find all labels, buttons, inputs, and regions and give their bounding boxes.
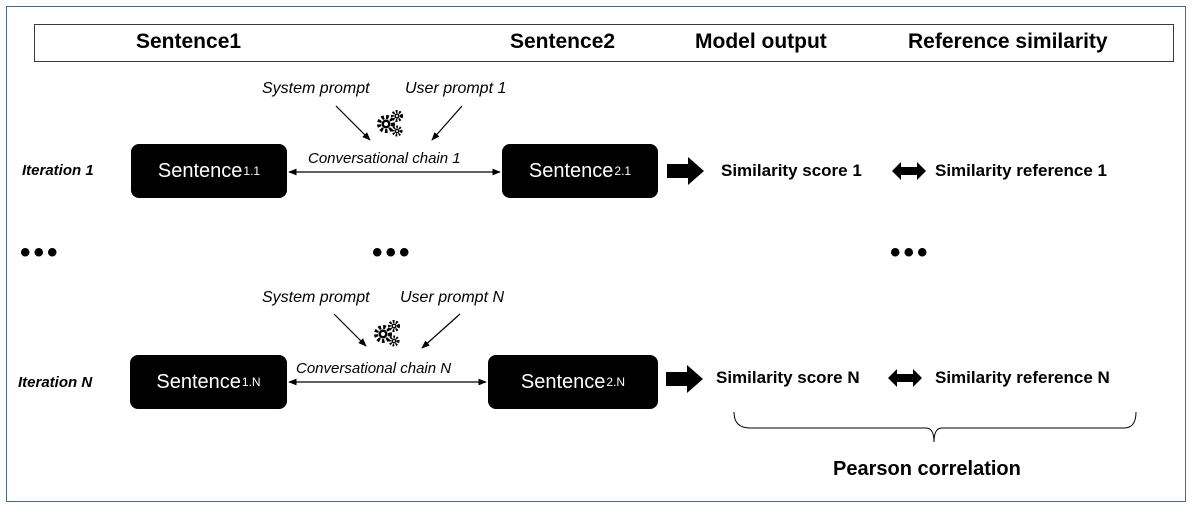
gears-icon bbox=[374, 319, 401, 347]
user-prompt-label-1: User prompt 1 bbox=[405, 80, 507, 97]
system-prompt-arrow-1 bbox=[335, 105, 371, 141]
output-arrow-1 bbox=[667, 157, 704, 185]
header-bar bbox=[34, 24, 1174, 62]
iteration-label-n: Iteration N bbox=[18, 374, 93, 391]
output-arrow-n bbox=[666, 365, 703, 393]
ellipsis-left: ••• bbox=[20, 236, 61, 269]
similarity-score-1: Similarity score 1 bbox=[721, 161, 862, 180]
pearson-correlation-label: Pearson correlation bbox=[833, 458, 1021, 480]
similarity-score-n: Similarity score N bbox=[716, 368, 860, 387]
ellipsis-right: ••• bbox=[890, 236, 931, 269]
system-prompt-arrow-n bbox=[333, 313, 367, 347]
header-sentence2: Sentence2 bbox=[510, 30, 616, 53]
header-sentence1: Sentence1 bbox=[136, 30, 242, 53]
header-reference-similarity: Reference similarity bbox=[908, 30, 1108, 53]
ellipsis-middle: ••• bbox=[372, 236, 413, 269]
iteration-label-1: Iteration 1 bbox=[22, 162, 94, 179]
similarity-reference-n: Similarity reference N bbox=[935, 368, 1110, 387]
gears-icon bbox=[377, 109, 404, 137]
user-prompt-arrow-n bbox=[421, 313, 461, 349]
diagram-frame bbox=[6, 6, 1186, 502]
system-prompt-label-1: System prompt bbox=[262, 80, 370, 97]
system-prompt-label-n: System prompt bbox=[262, 289, 370, 306]
header-model-output: Model output bbox=[695, 30, 827, 53]
pearson-brace bbox=[733, 411, 1137, 443]
conversational-chain-label-1: Conversational chain 1 bbox=[308, 150, 461, 167]
user-prompt-label-n: User prompt N bbox=[400, 289, 505, 306]
compare-arrow-n bbox=[888, 369, 922, 387]
user-prompt-arrow-1 bbox=[431, 105, 463, 141]
similarity-reference-1: Similarity reference 1 bbox=[935, 161, 1107, 180]
conversational-chain-label-n: Conversational chain N bbox=[296, 360, 452, 377]
compare-arrow-1 bbox=[892, 162, 926, 180]
